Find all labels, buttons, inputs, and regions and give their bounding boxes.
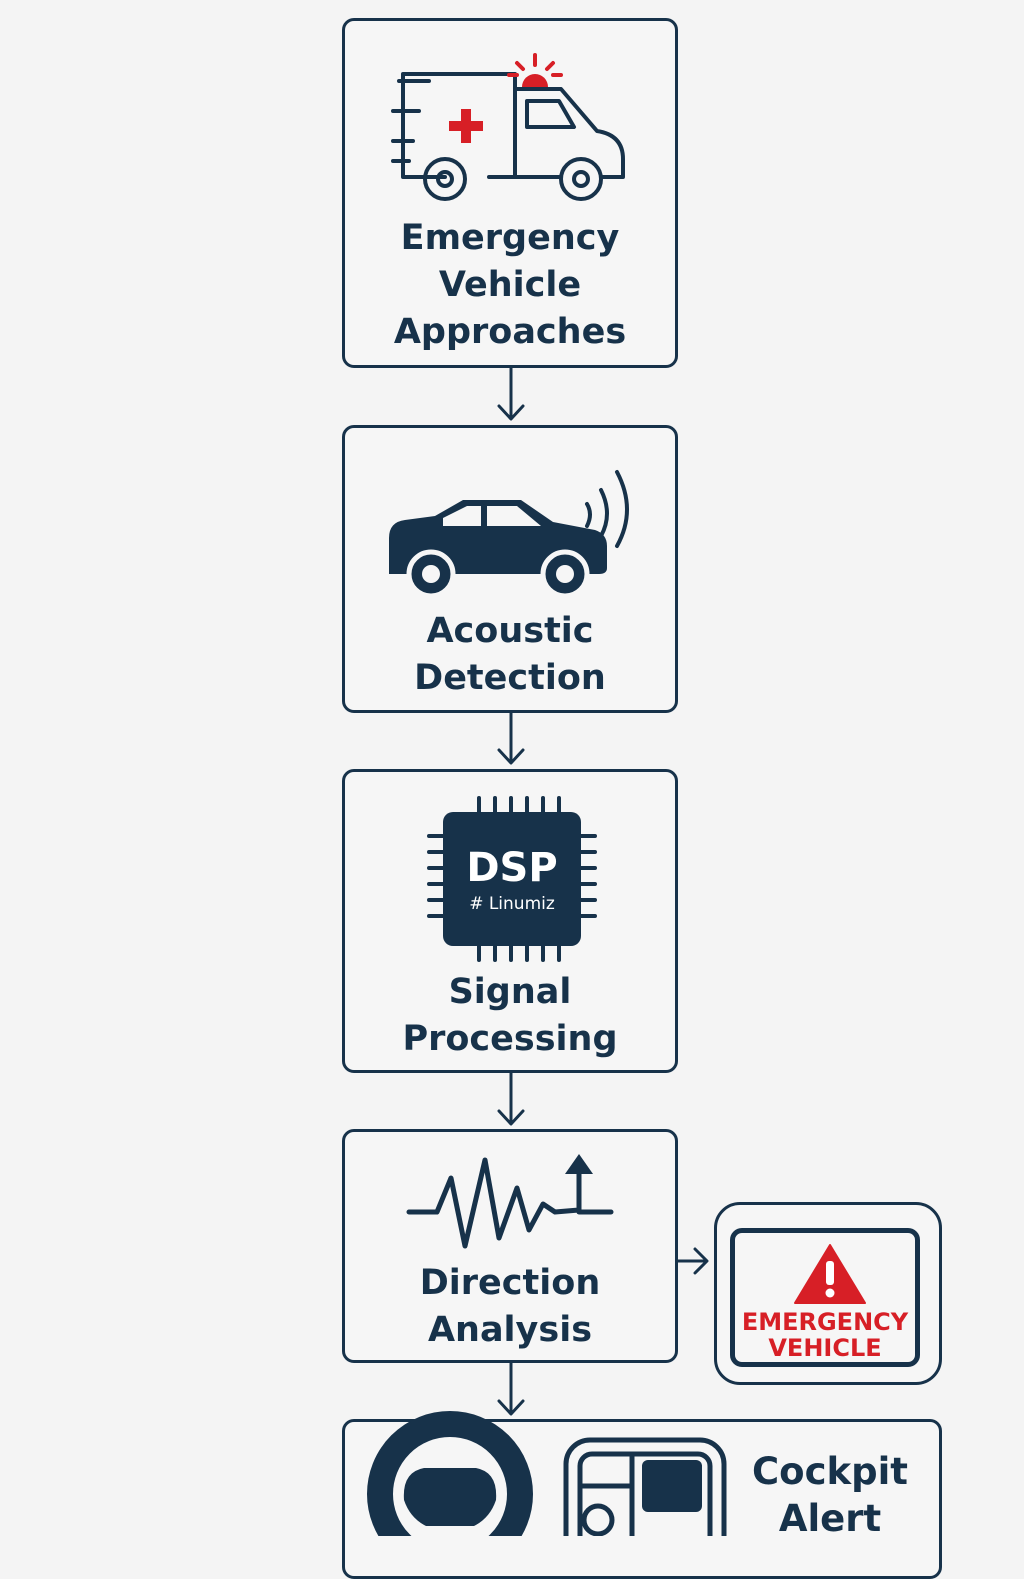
step-label: Signal Processing — [402, 972, 618, 1059]
step-acoustic-detection: Acoustic Detection — [342, 425, 678, 713]
arrow-4-to-alert — [676, 1247, 709, 1275]
step-label: Cockpit Alert — [752, 1450, 908, 1540]
arrow-2-to-3 — [497, 710, 525, 765]
step-direction-analysis: Direction Analysis — [342, 1129, 678, 1363]
dashboard-display-icon — [563, 1437, 727, 1536]
flow-connectors — [497, 366, 709, 1416]
dsp-chip-icon: DSP # Linumiz — [427, 796, 597, 962]
step-emergency-vehicle: Emergency Vehicle Approaches — [342, 18, 678, 368]
ambulance-icon — [391, 53, 625, 201]
step-label: Direction Analysis — [419, 1263, 601, 1350]
alert-screen-inner: EMERGENCY VEHICLE — [730, 1228, 920, 1367]
arrow-3-to-4 — [497, 1071, 525, 1126]
arrow-4-to-5 — [497, 1361, 525, 1416]
steering-wheel-icon — [367, 1411, 533, 1536]
waveform-arrow-icon — [406, 1154, 614, 1249]
chip-title: DSP — [466, 845, 558, 891]
alert-text: EMERGENCY VEHICLE — [741, 1308, 909, 1362]
step-label: Acoustic Detection — [414, 611, 606, 698]
step-signal-processing: DSP # Linumiz Signal Processing — [342, 769, 678, 1073]
emergency-alert-display: EMERGENCY VEHICLE — [714, 1202, 942, 1385]
warning-triangle-icon — [794, 1244, 866, 1304]
chip-subtitle: # Linumiz — [469, 894, 555, 914]
car-sound-icon — [389, 470, 629, 594]
step-label: Emergency Vehicle Approaches — [393, 218, 627, 352]
arrow-1-to-2 — [497, 366, 525, 421]
